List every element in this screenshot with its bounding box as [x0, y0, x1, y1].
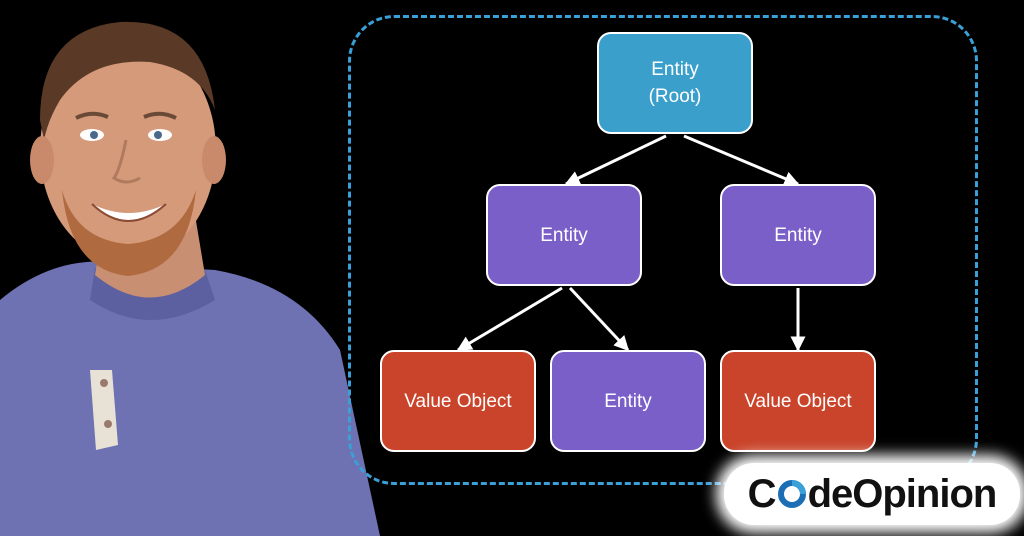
- aggregate-boundary: [348, 15, 978, 485]
- logo-letter-c: C: [747, 471, 777, 516]
- node-value-object-right: Value Object: [720, 350, 876, 452]
- codeopinion-logo: C deOpinion: [724, 463, 1020, 525]
- logo-rest: deOpinion: [807, 471, 998, 516]
- node-label: Value Object: [404, 390, 512, 412]
- node-entity-middle: Entity: [550, 350, 706, 452]
- node-value-object-left: Value Object: [380, 350, 536, 452]
- node-label: Entity: [604, 390, 652, 412]
- node-label: Entity: [774, 224, 822, 246]
- presenter-photo: [0, 21, 380, 536]
- node-entity-root: Entity (Root): [597, 32, 753, 134]
- node-label: Entity: [540, 224, 588, 246]
- node-entity-right: Entity: [720, 184, 876, 286]
- node-entity-left: Entity: [486, 184, 642, 286]
- node-label: Value Object: [744, 390, 852, 412]
- logo-ring-icon: [777, 480, 806, 508]
- logo-wordmark: C deOpinion: [747, 471, 998, 517]
- node-label: Entity (Root): [648, 59, 702, 107]
